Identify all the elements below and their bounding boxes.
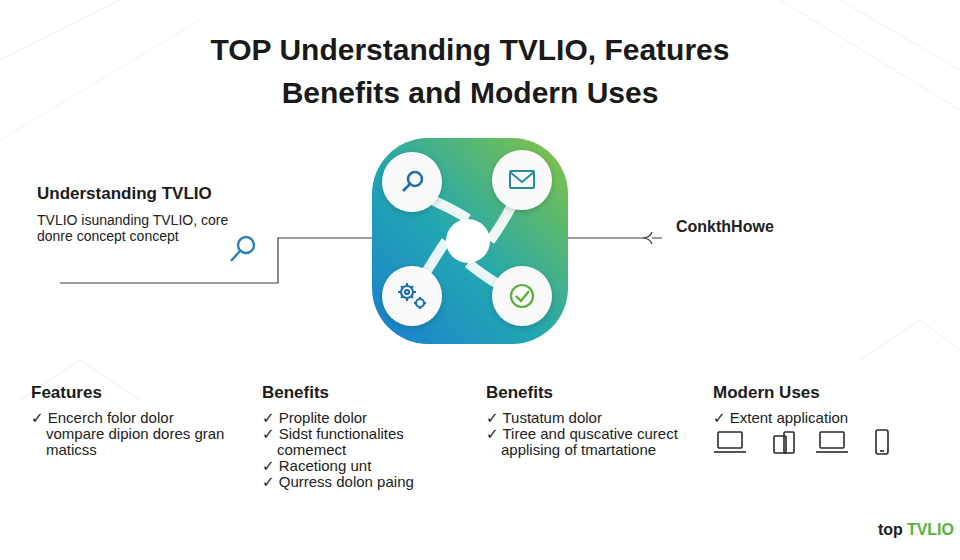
section-heading: Understanding TVLIO	[37, 184, 277, 204]
check-item: ✓ Tiree and quscative curect applising o…	[486, 426, 681, 458]
check-item: ✓ Qurress dolon paing	[262, 474, 462, 490]
check-item: ✓ Tustatum dolor	[486, 410, 681, 426]
mail-icon	[510, 171, 534, 188]
watermark: top	[878, 520, 903, 540]
gears-icon	[398, 283, 426, 309]
background-lines	[0, 0, 960, 400]
check-item: ✓ Extent application	[713, 410, 928, 426]
search-icon	[403, 172, 422, 191]
magnifier-icon	[231, 237, 254, 261]
title: TOP Understanding TVLIO, Features Benefi…	[160, 28, 780, 114]
watermark: TVLIO	[907, 520, 954, 540]
check-item: ✓ Proplite dolor	[262, 410, 462, 426]
device-icons	[714, 430, 888, 454]
check-item: ✓ Racetiong unt	[262, 458, 462, 474]
check-item: ✓ Sidst functionalites comemect	[262, 426, 462, 458]
column-heading: Features	[31, 383, 231, 403]
column-heading: Benefits	[486, 383, 686, 403]
description-text: TVLIO isunanding TVLIO, core donre conce…	[37, 212, 257, 244]
column-heading: Modern Uses	[713, 383, 933, 403]
check-item: ✓ Encerch folor dolor vompare dipion dor…	[31, 410, 231, 458]
side-label: ConkthHowe	[676, 217, 816, 237]
column-heading: Benefits	[262, 383, 462, 403]
emblem	[372, 138, 568, 344]
check-icon	[511, 285, 533, 307]
